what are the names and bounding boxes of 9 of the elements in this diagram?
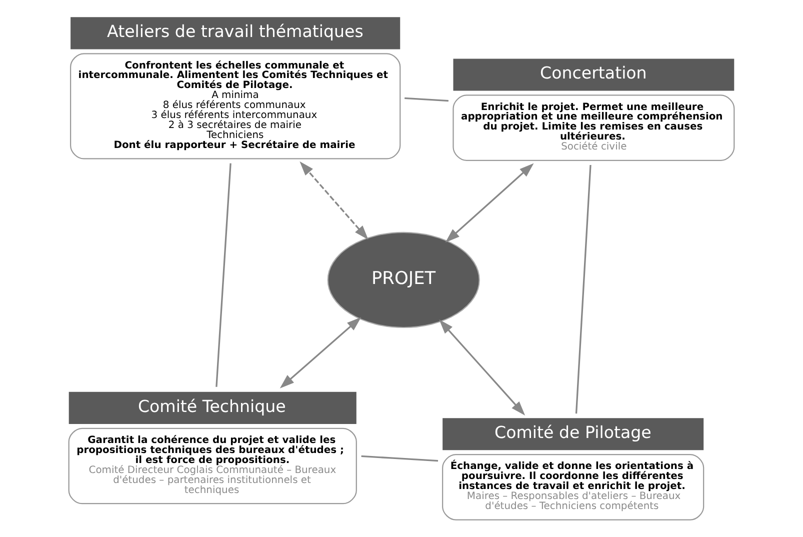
connector: [404, 97, 448, 102]
connector: [216, 163, 232, 387]
arrow: [439, 320, 526, 416]
arrow: [445, 163, 534, 243]
node-ellipse: PROJET: [327, 232, 480, 328]
connector: [361, 455, 438, 462]
connector: [575, 164, 592, 414]
arrow: [280, 317, 362, 388]
arrow: [300, 161, 368, 240]
